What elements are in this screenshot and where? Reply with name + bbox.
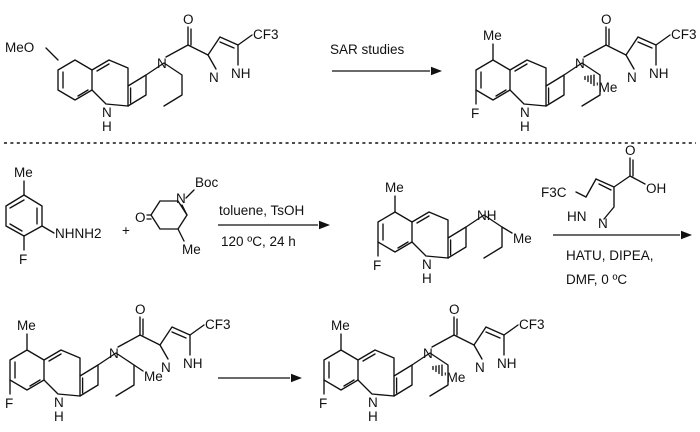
cf3-label: CF3 [205, 317, 231, 332]
pyrazole-nh-label: NH [497, 356, 517, 371]
carbonyl-o-label: O [601, 12, 612, 27]
pyrazole-nh-label: NH [231, 66, 251, 81]
pyrazole-n-label: N [161, 360, 171, 375]
fischer-arrow: toluene, TsOH 120 ºC, 24 h [218, 203, 330, 249]
methoxy-label: MeO [5, 40, 34, 55]
amide-n-label: N [575, 56, 585, 71]
pyrazole-n-label: N [598, 216, 608, 231]
methyl-label: Me [331, 318, 350, 333]
indole-nh-h-label: H [54, 409, 64, 424]
methyl-label: Me [385, 180, 404, 195]
amide-n-label: N [423, 346, 433, 361]
ketone-o-label: O [135, 210, 146, 225]
indole-nh-n-label: N [520, 105, 530, 120]
piperidine-n-label: N [176, 191, 186, 206]
methyl-label: Me [513, 231, 532, 246]
methyl-label: Me [144, 369, 163, 384]
sar-conditions: SAR studies [330, 42, 405, 57]
step2-reagents: HATU, DIPEA, [566, 248, 654, 263]
product-fluoro-label: F [471, 106, 479, 121]
resolution-arrow [218, 373, 302, 383]
stereo-methyl-label: 'Me [444, 370, 465, 385]
methyl-label: Me [182, 242, 201, 257]
cf3-label: CF3 [519, 317, 545, 332]
indole-nh-n-label: N [368, 395, 378, 410]
indole-nh-h-label: H [102, 119, 112, 134]
pyrazole-acid-reagent: O OH F3C HN N [541, 143, 666, 231]
cf3-label: CF3 [253, 27, 279, 42]
lead-compound: MeO N H N O N NH CF3 [5, 12, 279, 134]
pyrazole-nh-label: NH [183, 356, 203, 371]
fluoro-label: F [5, 396, 13, 411]
coupling-arrow: HATU, DIPEA, DMF, 0 ºC [553, 230, 692, 287]
indole-nh-n-label: N [54, 395, 64, 410]
boc-label: Boc [195, 175, 219, 190]
step1-temp-time: 120 ºC, 24 h [221, 234, 296, 249]
tetrahydro-carboline-intermediate: Me F N H NH Me [373, 180, 532, 286]
product-methyl-label: Me [483, 28, 502, 43]
pyrazole-n-label: N [627, 70, 637, 85]
step2-solvent-temp: DMF, 0 ºC [566, 272, 627, 287]
methyl-label: Me [17, 318, 36, 333]
indole-nh-n-label: N [102, 105, 112, 120]
final-chiral-product: Me F N H N 'Me O N NH CF3 [319, 302, 545, 424]
methyl-label: Me [14, 165, 33, 180]
carbonyl-o-label: O [449, 302, 460, 317]
cf3-label: CF3 [671, 27, 697, 42]
sar-arrow: SAR studies [330, 42, 442, 76]
indole-nh-h-label: H [368, 409, 378, 424]
amide-n-label: N [109, 346, 119, 361]
pyrazole-hn-label: HN [567, 209, 587, 224]
carbonyl-o-label: O [135, 302, 146, 317]
pyrazole-n-label: N [475, 360, 485, 375]
f3c-label: F3C [541, 185, 567, 200]
sar-product: Me F N H N 'Me O N NH CF3 [471, 12, 697, 134]
acid-oh-label: OH [646, 181, 666, 196]
pyrazole-nh-label: NH [649, 66, 669, 81]
hydrazine-label: NHNH2 [55, 226, 102, 241]
indole-nh-h-label: H [422, 271, 432, 286]
racemic-amide: Me F N H N Me O N NH CF3 [5, 302, 231, 424]
plus-sign: + [122, 223, 130, 238]
fluoro-label: F [19, 252, 27, 267]
step1-solvent-catalyst: toluene, TsOH [219, 203, 304, 218]
aryl-hydrazine: Me NHNH2 F [5, 165, 102, 267]
stereo-methyl-label: 'Me [596, 80, 617, 95]
indole-nh-h-label: H [520, 119, 530, 134]
indole-nh-n-label: N [422, 257, 432, 272]
piperidine-nh-label: NH [477, 208, 497, 223]
boc-piperidinone: O N Boc Me [135, 175, 219, 257]
fluoro-label: F [319, 396, 327, 411]
carbonyl-o-label: O [183, 12, 194, 27]
acid-carbonyl-o-label: O [625, 143, 636, 158]
amide-n-label: N [157, 56, 167, 71]
pyrazole-n-label: N [209, 70, 219, 85]
fluoro-label: F [373, 258, 381, 273]
